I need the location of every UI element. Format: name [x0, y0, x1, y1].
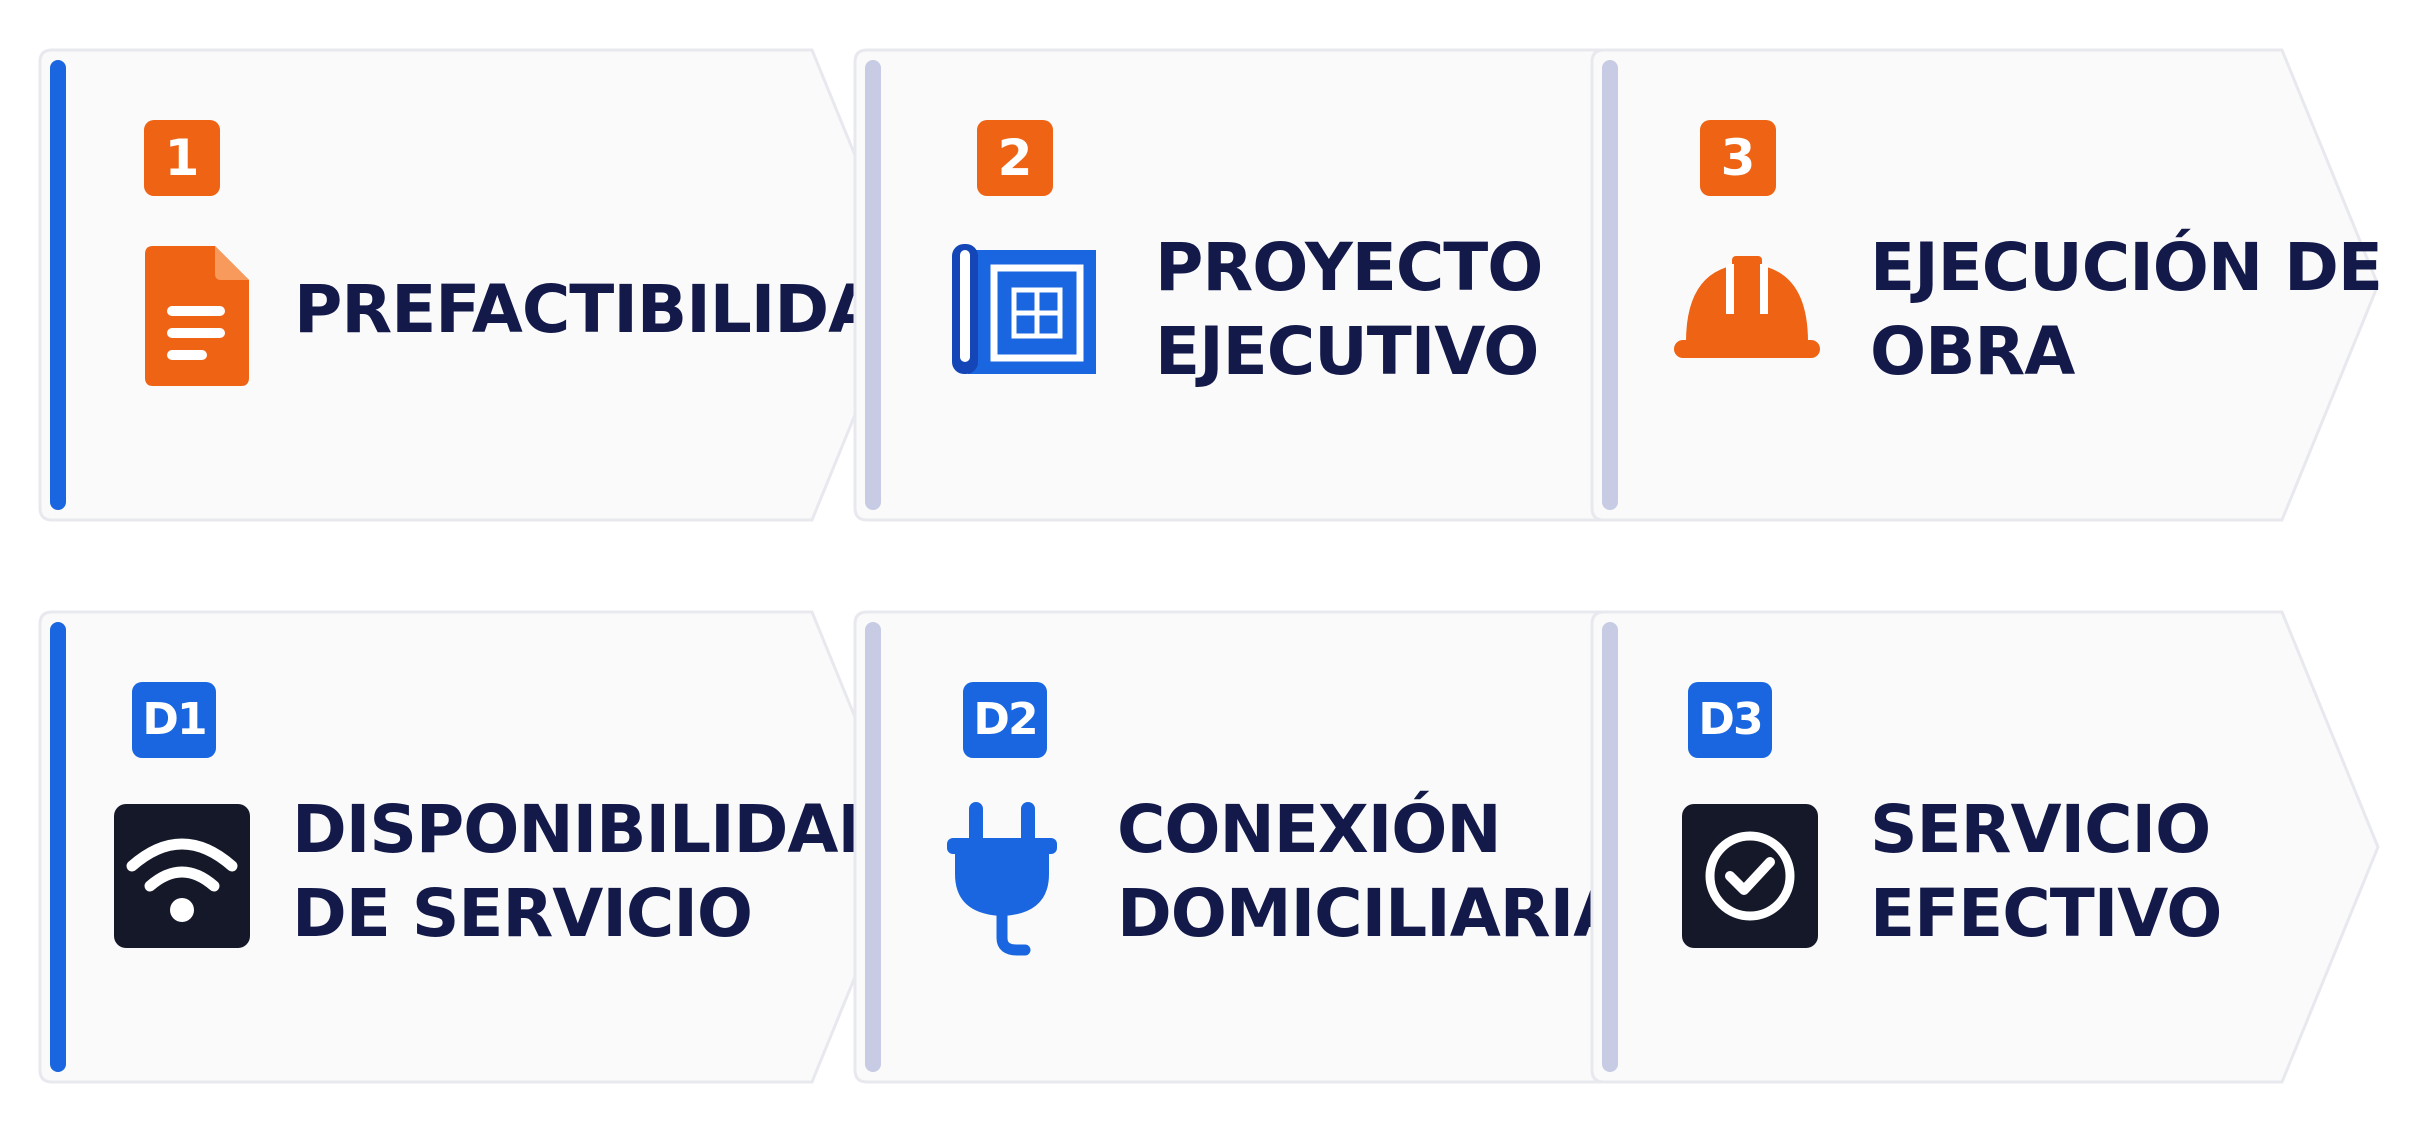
step-label: PROYECTO EJECUTIVO	[1155, 200, 1543, 420]
arrow-card-shape	[853, 610, 1725, 1084]
step-label-line: EJECUTIVO	[1155, 313, 1539, 390]
step-label-line: EFECTIVO	[1870, 875, 2222, 952]
hard-hat-icon	[1672, 246, 1822, 376]
arrow-card-shape	[38, 610, 910, 1084]
step-label-line: DE SERVICIO	[292, 875, 753, 952]
step-label-line: PREFACTIBILIDAD	[294, 271, 933, 348]
step-number-badge: D2	[963, 682, 1047, 758]
arrow-card-shape	[1590, 610, 2380, 1084]
step-label-line: SERVICIO	[1870, 791, 2211, 868]
step-number-badge: 2	[977, 120, 1053, 196]
step-proyecto-ejecutivo: 2 PROYECTO EJECUTIVO	[853, 48, 1725, 522]
step-disponibilidad-de-servicio: D1 DISPONIBILIDAD DE SERVICIO	[38, 610, 910, 1084]
step-number-badge: 1	[144, 120, 220, 196]
step-label-line: CONEXIÓN	[1117, 791, 1502, 868]
document-icon	[145, 246, 249, 386]
step-label-line: PROYECTO	[1155, 229, 1543, 306]
step-label: DISPONIBILIDAD DE SERVICIO	[292, 762, 892, 982]
step-servicio-efectivo: D3 SERVICIO EFECTIVO	[1590, 610, 2428, 1084]
step-label-line: EJECUCIÓN DE	[1870, 229, 2383, 306]
step-label: EJECUCIÓN DE OBRA	[1870, 200, 2383, 420]
wifi-icon	[114, 804, 250, 948]
blueprint-icon	[950, 240, 1100, 380]
step-label: CONEXIÓN DOMICILIARIA	[1117, 762, 1624, 982]
step-label: SERVICIO EFECTIVO	[1870, 762, 2222, 982]
arrow-card-shape	[38, 48, 910, 522]
step-ejecucion-de-obra: 3 EJECUCIÓN DE OBRA	[1590, 48, 2428, 522]
arrow-card-shape	[1590, 48, 2380, 522]
step-label-line: DOMICILIARIA	[1117, 875, 1624, 952]
step-label: PREFACTIBILIDAD	[294, 200, 933, 420]
step-label-line: OBRA	[1870, 313, 2075, 390]
step-conexion-domiciliaria: D2 CONEXIÓN DOMICILIARIA	[853, 610, 1725, 1084]
check-circle-icon	[1682, 804, 1818, 948]
step-prefactibilidad: 1 PREFACTIBILIDAD	[38, 48, 933, 522]
plug-icon	[947, 802, 1057, 960]
step-number-badge: 3	[1700, 120, 1776, 196]
step-number-badge: D1	[132, 682, 216, 758]
arrow-card-shape	[853, 48, 1725, 522]
step-number-badge: D3	[1688, 682, 1772, 758]
step-label-line: DISPONIBILIDAD	[292, 791, 892, 868]
